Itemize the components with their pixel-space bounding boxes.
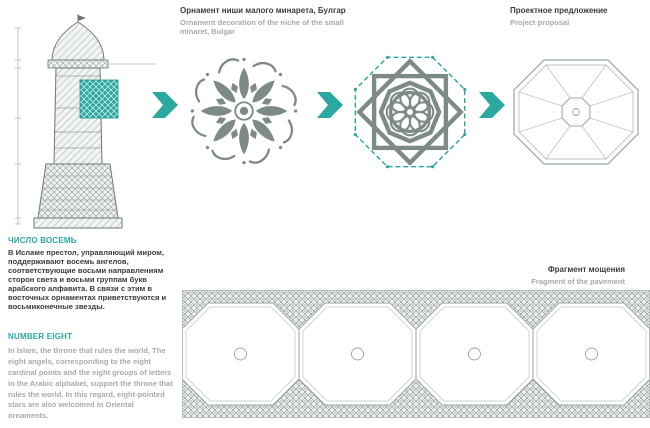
- number-eight-heading-en: NUMBER EIGHT: [8, 332, 73, 341]
- proposal-title-en: Project proposal: [510, 18, 570, 27]
- pavement-caption-block: Фрагмент мощения Fragment of the pavemen…: [430, 265, 625, 286]
- number-eight-body-ru: В Исламе престол, управляющий миром, под…: [8, 248, 167, 311]
- minaret-elevation-drawing: [15, 14, 156, 229]
- pavement-title-ru: Фрагмент мощения: [547, 265, 625, 274]
- number-eight-heading-ru: ЧИСЛО ВОСЕМЬ: [8, 236, 77, 245]
- arrow-right-icon: [152, 92, 178, 118]
- floral-ornament-graphic: [188, 55, 300, 167]
- ornament-title-en: Ornament decoration of the niche of the …: [180, 18, 344, 37]
- proposal-octagon-graphic: [513, 59, 639, 165]
- proposal-caption-block: Проектное предложение Project proposal: [510, 6, 645, 27]
- ornament-title-ru: Орнамент ниши малого минарета, Булгар: [180, 6, 346, 15]
- arrow-right-icon: [479, 92, 505, 118]
- pavement-title-en: Fragment of the pavement: [531, 277, 625, 286]
- proposal-title-ru: Проектное предложение: [510, 6, 608, 15]
- dashed-octagon-outline: [354, 56, 466, 168]
- pavement-strip-graphic: [182, 290, 650, 418]
- ornament-caption-block: Орнамент ниши малого минарета, Булгар Or…: [180, 6, 356, 37]
- highlighted-niche-region: [79, 79, 119, 119]
- geometric-ornament-graphic: [353, 55, 467, 169]
- number-eight-body-en: In Islam, the throne that rules the worl…: [8, 346, 173, 421]
- arrow-right-icon: [317, 92, 343, 118]
